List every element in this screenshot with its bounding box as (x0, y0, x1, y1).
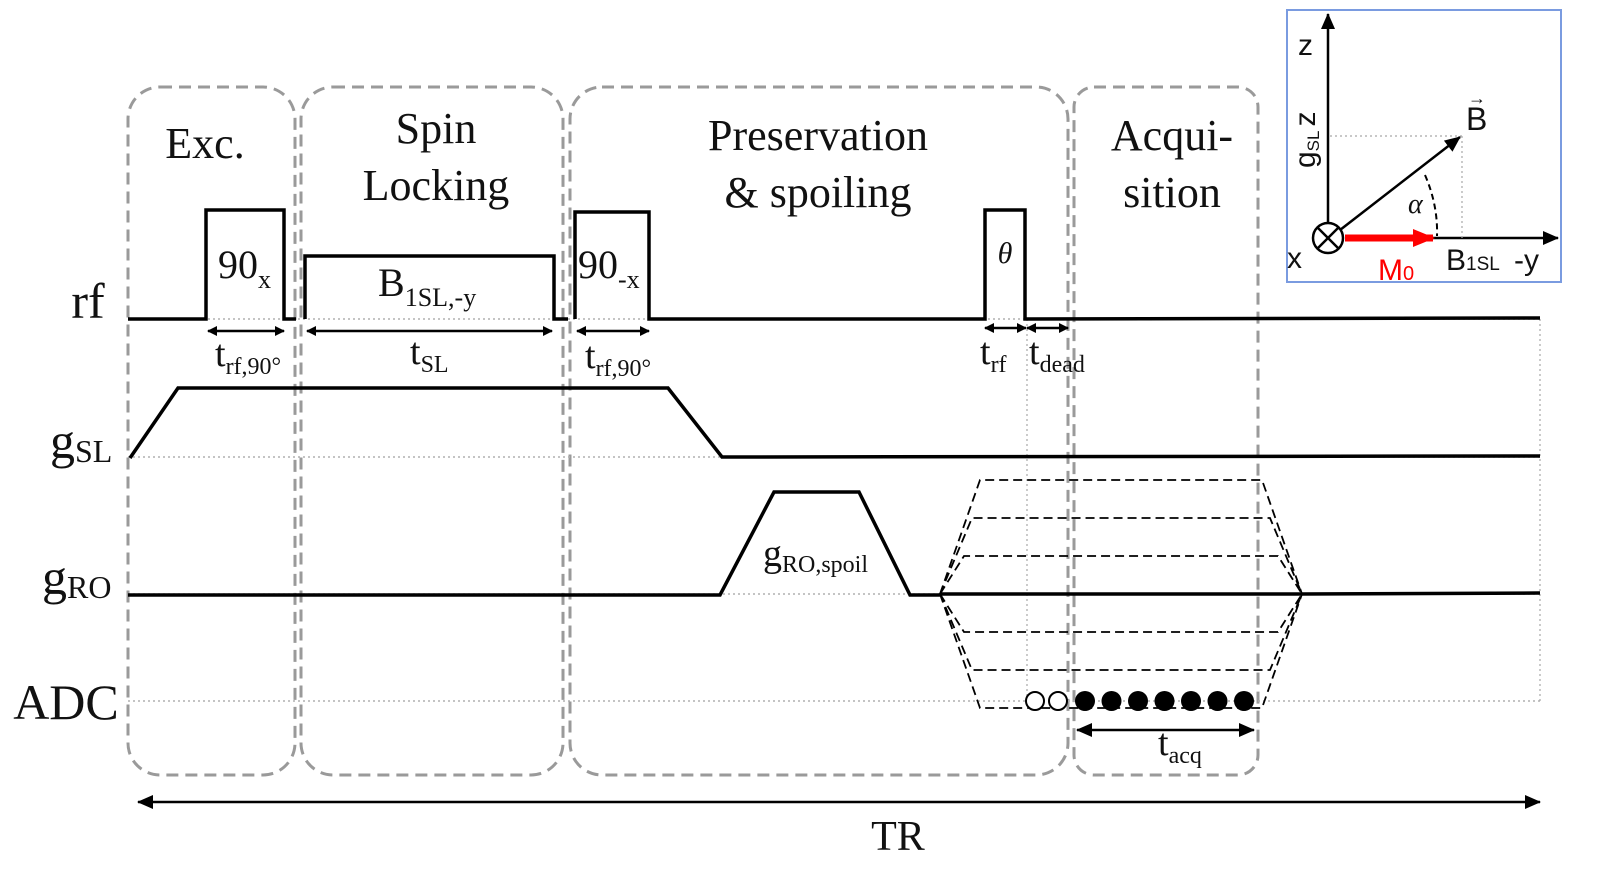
phase-encode-lobes (939, 479, 1303, 709)
gsl-waveform (128, 386, 1541, 459)
inset-x-label: x (1287, 242, 1302, 275)
adc-sample (1181, 691, 1201, 711)
timing-label-tdead: tdead (1029, 331, 1085, 378)
inset-b-label: B (1466, 101, 1487, 137)
channel-label-gsl: gSL (50, 413, 112, 469)
gro-waveform (128, 490, 1541, 597)
phase-title-spin-locking-line2: Locking (363, 161, 510, 210)
phase-title-acquisition-line1: Acqui- (1111, 111, 1233, 160)
phase-box-spin-locking (299, 85, 565, 777)
rf-spin-lock-label: B1SL,-y (378, 260, 476, 312)
inset-y-label: -y (1514, 244, 1539, 277)
phase-boxes (126, 85, 1260, 777)
channel-label-adc: ADC (13, 674, 119, 730)
rf-pulse-90x-label: 90x (218, 242, 271, 294)
phase-title-spin-locking-line1: Spin (396, 104, 477, 153)
adc-dummy-sample (1048, 691, 1068, 711)
timing-label-tacq: tacq (1158, 722, 1202, 769)
channel-labels: rf gSL gRO ADC (13, 273, 119, 730)
inset-b-arrow-mark: → (1468, 88, 1486, 108)
phase-encode-lobe (939, 479, 1303, 595)
timing-label-trf90-2: trf,90° (585, 335, 651, 382)
gro-spoil-label: gRO,spoil (763, 533, 868, 578)
rf-theta-label: θ (998, 237, 1013, 270)
phase-encode-lobe (939, 593, 1303, 671)
adc-sample (1128, 691, 1148, 711)
x-axis-into-page-icon (1311, 221, 1345, 255)
phase-title-acquisition-line2: sition (1123, 168, 1221, 217)
rf-waveform (128, 208, 1541, 321)
adc-sample (1234, 691, 1254, 711)
rf-pulse-90-minus-x-label: 90-x (578, 242, 640, 294)
phase-box-preservation (568, 85, 1070, 777)
inset-gsl-z-label: gSLz (1289, 112, 1323, 168)
inset-z-label: z (1298, 29, 1313, 62)
adc-sample (1101, 691, 1122, 711)
adc-sample (1207, 691, 1228, 711)
phase-encode-lobe (939, 555, 1303, 595)
adc-samples (1025, 691, 1254, 711)
adc-dummy-sample (1025, 691, 1045, 711)
timing-dimensions (207, 323, 1255, 737)
phase-encode-lobe (939, 517, 1303, 595)
adc-sample (1075, 691, 1095, 711)
inset-b1sl-label: B1SL (1446, 244, 1500, 277)
phase-title-preservation-line2: & spoiling (724, 168, 911, 217)
phase-box-excitation (126, 85, 297, 777)
timing-label-tsl: tSL (410, 331, 449, 378)
channel-label-rf: rf (71, 273, 105, 329)
b-vector (1339, 136, 1461, 231)
phase-box-acquisition (1072, 85, 1260, 777)
timing-label-trf90-1: trf,90° (215, 333, 281, 380)
channel-label-gro: gRO (42, 549, 111, 605)
adc-sample (1154, 691, 1175, 711)
phase-encode-lobe (939, 593, 1303, 709)
inset-vector-diagram: z gSLz B → α x M0 B1SL -y (1286, 9, 1562, 287)
tr-label: TR (871, 814, 925, 860)
inset-alpha-label: α (1408, 189, 1424, 220)
phase-title-preservation-line1: Preservation (708, 111, 928, 160)
timing-label-trf: trf (980, 331, 1007, 378)
phase-title-excitation: Exc. (165, 119, 244, 168)
alpha-arc (1424, 174, 1439, 237)
phase-titles: Exc. Spin Locking Preservation & spoilin… (165, 104, 1233, 217)
phase-encode-lobe (939, 593, 1303, 633)
inset-m0-label: M0 (1378, 254, 1414, 287)
baselines (128, 318, 1541, 702)
